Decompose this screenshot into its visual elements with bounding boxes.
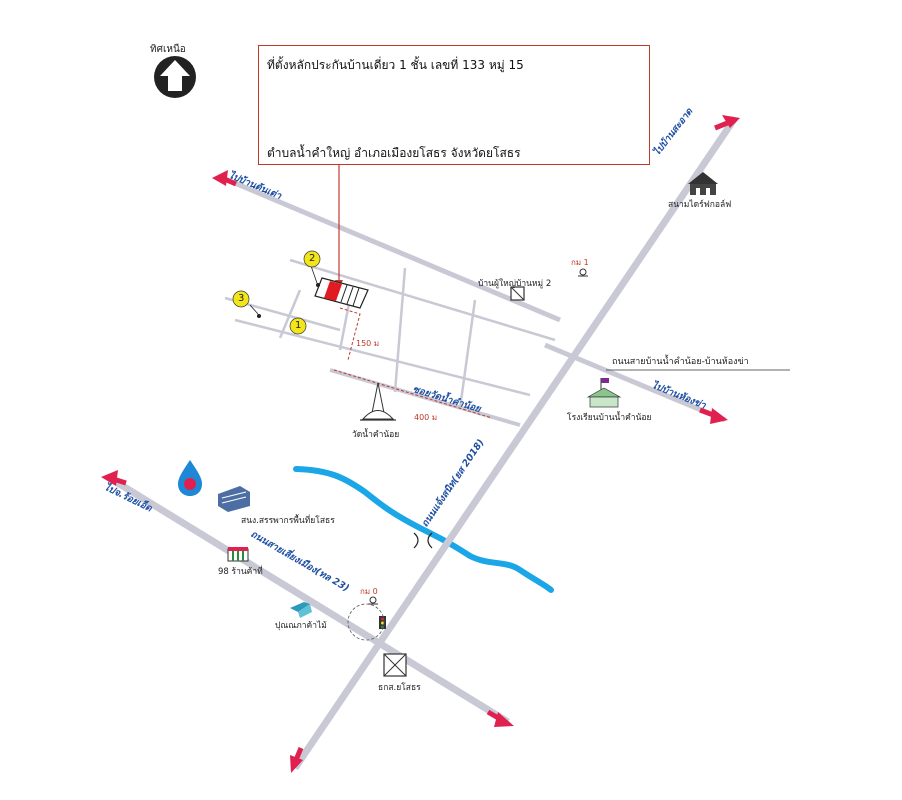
title-line-2: ตำบลน้ำคำใหญ่ อำเภอเมืองยโสธร จังหวัดยโส…: [267, 146, 521, 160]
distance-400-line: [333, 369, 493, 419]
intersection-circle: [347, 603, 385, 641]
gas-label: ปุณณภาค้าไม้: [275, 621, 327, 631]
marker-2-label: 2: [309, 253, 316, 264]
marker-1: [289, 317, 307, 335]
km0-label: กม 0: [360, 587, 378, 596]
distance-150: 150 ม: [356, 339, 380, 348]
title-box: ที่ตั้งหลักประกันบ้านเดี่ยว 1 ชั้น เลขที…: [258, 45, 650, 165]
km1-label: กม 1: [571, 258, 589, 267]
bank-icon: [383, 653, 407, 677]
golf-icon: [688, 172, 718, 195]
local-road: [278, 289, 302, 339]
marker-1-label: 1: [295, 320, 302, 331]
local-road: [289, 258, 556, 342]
road-kham-noi-label: ถนนสายบ้านน้ำคำน้อย-บ้านห้องข่า: [612, 357, 749, 367]
office-building-icon: [218, 486, 250, 512]
golf-label: สนามไดร์ฟกอล์ฟ: [668, 200, 732, 210]
local-road: [458, 299, 477, 409]
marker-2: [303, 250, 321, 268]
arrow-icon: [710, 408, 728, 424]
marker-3-label: 3: [238, 293, 245, 304]
temple-label: วัดน้ำคำน้อย: [352, 430, 400, 440]
village-head-label: บ้านผู้ใหญ่บ้านหมู่ 2: [478, 279, 552, 289]
arrow-icon: [290, 755, 303, 773]
lumber-icon: [290, 602, 312, 618]
distance-400: 400 ม: [414, 413, 438, 422]
traffic-light-icon: [379, 616, 386, 629]
title-line-1: ที่ตั้งหลักประกันบ้านเดี่ยว 1 ชั้น เลขที…: [267, 58, 524, 72]
direction-arrows: [101, 115, 740, 773]
km1-icon: [578, 268, 588, 277]
arrow-icon: [101, 470, 118, 486]
river: [293, 466, 554, 593]
distance-150-line: [339, 307, 361, 361]
water-drop-icon: [178, 460, 202, 496]
school-label: โรงเรียนบ้านน้ำคำน้อย: [567, 413, 652, 423]
store98-label: 98 ร้านค้าที่: [218, 567, 263, 577]
local-road: [234, 318, 531, 397]
arrow-icon: [212, 170, 228, 186]
temple-icon: [360, 382, 396, 421]
road-2018: [292, 116, 738, 770]
school-icon: [586, 378, 622, 408]
bank-label: ธกส.ยโสธร: [378, 683, 421, 693]
km0-icon: [368, 596, 378, 605]
north-arrow-icon: [154, 56, 196, 98]
water-office-label: สนง.สรรพากรพื้นที่ยโสธร: [241, 516, 335, 526]
road-to-nong-kham: [217, 173, 561, 323]
road-23: [106, 474, 510, 725]
local-road: [393, 267, 407, 393]
bridge-icon: [413, 532, 433, 549]
village-head-icon: [510, 286, 525, 301]
local-road: [338, 297, 352, 351]
property-plot: [314, 277, 369, 309]
marker-3: [232, 290, 250, 308]
store-icon: [227, 547, 249, 562]
north-label: ทิศเหนือ: [150, 44, 186, 55]
road-kham-noi-east: [544, 342, 726, 423]
